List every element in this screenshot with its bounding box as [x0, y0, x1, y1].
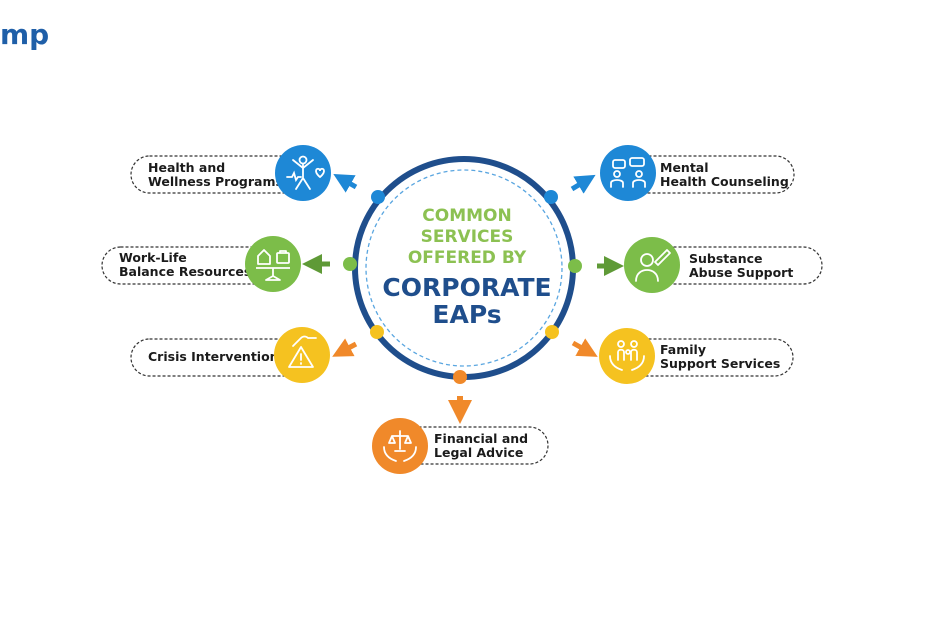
ring-dot-mental: [544, 190, 558, 204]
service-label-line1: Crisis Intervention: [148, 349, 279, 364]
ring-dot-financial: [453, 370, 467, 384]
warning-hand-icon: [274, 327, 330, 383]
balance-scale-icon: [245, 236, 301, 292]
service-label-line2: Support Services: [660, 356, 780, 371]
logo: mp: [0, 18, 50, 51]
ring-dot-crisis: [370, 325, 384, 339]
person-pen-icon: [624, 237, 680, 293]
service-financial-legal: Financial and Legal Advice: [372, 418, 549, 474]
service-crisis: Crisis Intervention: [130, 327, 330, 383]
service-label-line2: Health Counseling: [660, 174, 789, 189]
service-label-line1: Substance: [689, 251, 763, 266]
arrow-family: [571, 338, 598, 357]
justice-hands-icon: [372, 418, 428, 474]
service-pill: [614, 338, 794, 377]
counseling-people-icon: [600, 145, 656, 201]
ring-dot-substance: [568, 259, 582, 273]
fitness-person-icon: [275, 145, 331, 201]
arrow-mental: [570, 174, 596, 194]
center-title-line2: SERVICES: [421, 227, 514, 247]
service-work-life: Work-Life Balance Resources: [101, 236, 301, 292]
center-title-line4: CORPORATE: [382, 273, 551, 302]
arrow-health: [333, 174, 358, 193]
service-label-line1: Health and: [148, 160, 225, 175]
service-label-line1: Financial and: [434, 431, 528, 446]
arrow-crisis: [332, 338, 358, 357]
service-label-line1: Mental: [660, 160, 709, 175]
service-label-line2: Wellness Programs: [148, 174, 283, 189]
family-hands-icon: [599, 328, 655, 384]
center-title-line3: OFFERED BY: [408, 248, 527, 268]
center-circle: COMMON SERVICES OFFERED BY CORPORATE EAP…: [352, 156, 576, 380]
ring-dot-family: [545, 325, 559, 339]
service-label-line2: Legal Advice: [434, 445, 523, 460]
ring-dot-health: [371, 190, 385, 204]
service-mental-health: Mental Health Counseling: [600, 145, 795, 201]
service-pill: [101, 246, 281, 285]
ring-dot-worklife: [343, 257, 357, 271]
service-label-line2: Balance Resources: [119, 264, 251, 279]
service-label-line2: Abuse Support: [689, 265, 793, 280]
center-title-line5: EAPs: [432, 300, 501, 329]
service-substance-abuse: Substance Abuse Support: [624, 237, 823, 293]
service-label-line1: Family: [660, 342, 706, 357]
service-health-wellness: Health and Wellness Programs: [130, 145, 331, 201]
center-title-line1: COMMON: [422, 206, 511, 226]
service-family-support: Family Support Services: [599, 328, 794, 384]
service-label-line1: Work-Life: [119, 250, 187, 265]
